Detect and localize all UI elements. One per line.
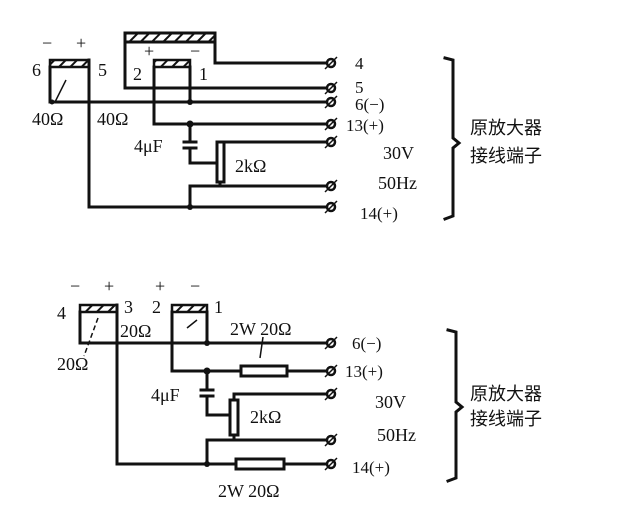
bracket-icon: [446, 328, 465, 483]
terminal-screw-icon[interactable]: [324, 433, 338, 447]
terminal-screw-icon[interactable]: [324, 135, 338, 149]
bottom-diagram: − + 4 3 20Ω + − 2 1 20Ω 2W 20Ω: [57, 276, 542, 501]
terminal-label: 14(+): [352, 458, 390, 477]
pin-label: 4: [57, 303, 66, 323]
sign-plus: +: [155, 276, 165, 296]
capacitor-label: 4μF: [134, 136, 163, 156]
pin-label: 2: [152, 297, 161, 317]
bottom-resistor-bottom: 2W 20Ω: [218, 457, 332, 501]
terminal-label: 13(+): [345, 362, 383, 381]
pin-label: 6: [32, 60, 41, 80]
resistor-bottom-label: 2W 20Ω: [218, 481, 280, 501]
trim-pot-label: 2kΩ: [250, 407, 281, 427]
top-meter-box: [123, 31, 332, 90]
resistance-label: 20Ω: [120, 321, 151, 341]
sign-plus: +: [104, 276, 114, 296]
resistance-label: 40Ω: [97, 109, 128, 129]
bracket-label-line2: 接线端子: [470, 146, 542, 167]
capacitor-label: 4μF: [151, 385, 180, 405]
terminal-label: 6(−): [355, 95, 384, 114]
trim-pot-label: 2kΩ: [235, 156, 266, 176]
sign-minus: −: [42, 33, 52, 53]
top-trim-pot: 2kΩ: [215, 140, 332, 188]
terminal-screw-icon[interactable]: [324, 95, 338, 109]
bottom-pot-left: − + 4 3 20Ω: [57, 276, 133, 466]
sign-plus: +: [144, 41, 154, 61]
top-pot-right: + − 2 1 40Ω: [97, 41, 332, 129]
bottom-trim-pot: 2kΩ: [228, 392, 332, 442]
terminal-screw-icon[interactable]: [324, 387, 338, 401]
bracket-label-line1: 原放大器: [470, 118, 542, 139]
supply-voltage-label: 30V: [383, 143, 414, 163]
bottom-pot-right: + − 2 1 20Ω: [120, 276, 242, 373]
terminal-screw-icon[interactable]: [324, 336, 338, 350]
terminal-label: 6(−): [352, 334, 381, 353]
pin-label: 2: [133, 64, 142, 84]
pin-label: 3: [124, 297, 133, 317]
wiper-arrow: [186, 319, 198, 329]
resistance-label: 40Ω: [32, 109, 63, 129]
top-capacitor: 4μF: [134, 120, 216, 165]
terminal-label: 14(+): [360, 204, 398, 223]
bracket-label-line2: 接线端子: [470, 409, 542, 430]
resistor-tick: [259, 336, 264, 359]
terminal-label: 4: [355, 54, 364, 73]
sign-minus: −: [70, 276, 80, 296]
resistance-label: 20Ω: [57, 354, 88, 374]
terminal-screw-icon[interactable]: [324, 81, 338, 95]
bottom-terminals: 6(−) 13(+) 30V 50Hz 14(+): [324, 334, 416, 477]
terminal-screw-icon[interactable]: [324, 457, 338, 471]
pin-label: 1: [214, 297, 223, 317]
terminal-screw-icon[interactable]: [324, 117, 338, 131]
terminal-screw-icon[interactable]: [324, 200, 338, 214]
wiper-arrow: [54, 79, 67, 103]
bracket-label-line1: 原放大器: [470, 384, 542, 405]
bracket-icon: [443, 56, 462, 221]
bottom-capacitor: 4μF: [151, 369, 229, 417]
terminal-label: 13(+): [346, 116, 384, 135]
terminal-screw-icon[interactable]: [324, 364, 338, 378]
terminal-label: 5: [355, 78, 364, 97]
sign-plus: +: [76, 33, 86, 53]
terminal-screw-icon[interactable]: [324, 56, 338, 70]
wiper-arrow: [83, 317, 99, 357]
top-terminals: 4 5 6(−) 13(+) 30V 50Hz 14(+): [324, 54, 417, 223]
supply-voltage-label: 30V: [375, 392, 406, 412]
top-diagram: − + 6 5 40Ω + − 2 1 40Ω 4μF: [32, 31, 542, 223]
pin-label: 1: [199, 64, 208, 84]
supply-freq-label: 50Hz: [377, 425, 416, 445]
top-pot-left: − + 6 5 40Ω: [32, 33, 107, 209]
resistor-top-label: 2W 20Ω: [230, 319, 292, 339]
terminal-screw-icon[interactable]: [324, 179, 338, 193]
sign-minus: −: [190, 41, 200, 61]
sign-minus: −: [190, 276, 200, 296]
supply-freq-label: 50Hz: [378, 173, 417, 193]
pin-label: 5: [98, 60, 107, 80]
